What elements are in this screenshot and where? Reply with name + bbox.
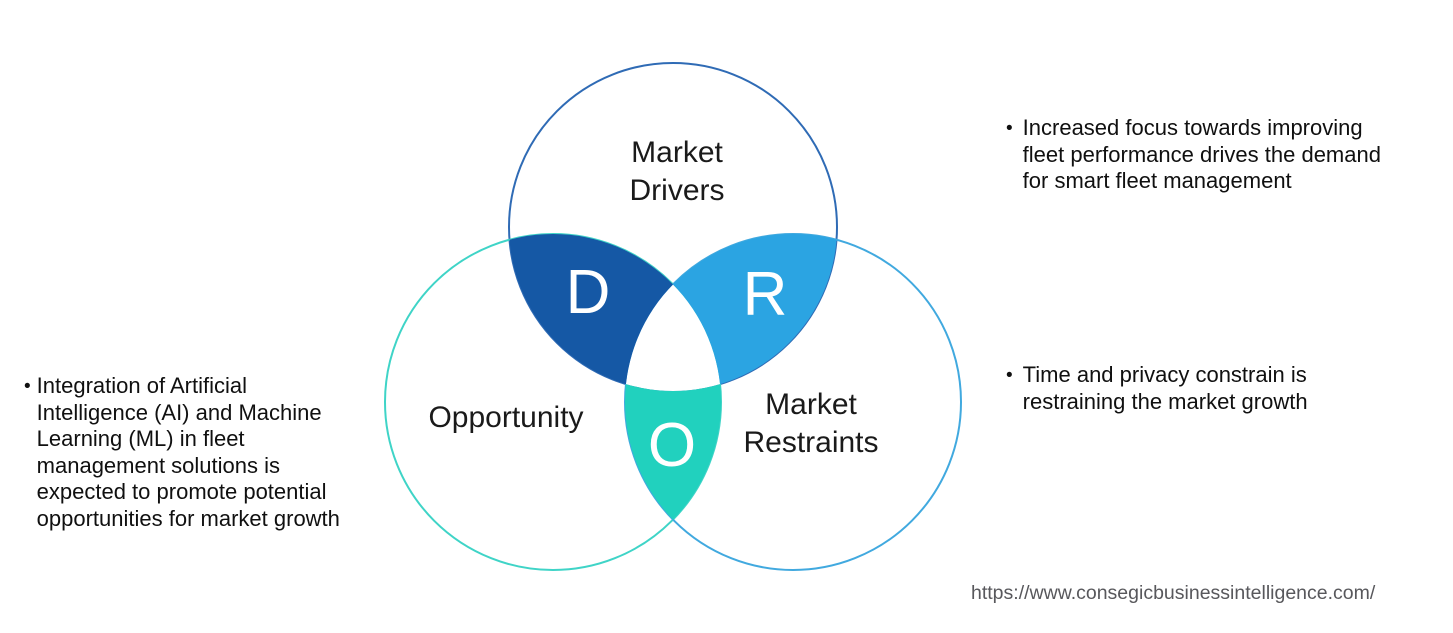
annotation-line: Increased focus towards improving: [1022, 115, 1363, 140]
annotation-line: Integration of Artificial: [36, 373, 247, 398]
annotation-line: for smart fleet management: [1022, 168, 1292, 193]
drivers-annotation: • Increased focus towards improving flee…: [1006, 115, 1381, 195]
overlap-d-region: [509, 234, 721, 391]
annotation-line: opportunities for market growth: [36, 505, 340, 531]
annotation-line: fleet performance drives the demand: [1022, 141, 1381, 167]
overlap-letter-d: D: [565, 258, 611, 327]
annotation-line: Time and privacy constrain is: [1022, 362, 1307, 387]
annotation-line: Learning (ML) in fleet: [36, 426, 245, 451]
drivers-label-line1: Market: [631, 136, 723, 169]
opportunity-annotation-text: Integration of Artificial Intelligence (…: [37, 373, 340, 532]
annotation-line: restraining the market growth: [1022, 388, 1308, 414]
annotation-line: expected to promote potential: [36, 479, 327, 504]
overlap-r-region: [625, 234, 837, 391]
restraints-circle-label: Market Restraints: [743, 386, 878, 462]
bullet-icon: •: [24, 376, 31, 397]
source-url-link[interactable]: https://www.consegicbusinessintelligence…: [971, 582, 1376, 604]
restraints-label-line1: Market: [765, 388, 857, 421]
drivers-annotation-text: Increased focus towards improving fleet …: [1023, 115, 1381, 195]
bullet-icon: •: [1006, 365, 1013, 386]
restraints-annotation: • Time and privacy constrain is restrain…: [1006, 362, 1308, 415]
drivers-circle-label: Market Drivers: [630, 134, 725, 210]
drivers-label-line2: Drivers: [629, 174, 725, 207]
restraints-label-line2: Restraints: [743, 426, 879, 459]
opportunity-circle-label: Opportunity: [428, 401, 584, 434]
annotation-line: Intelligence (AI) and Machine: [36, 399, 322, 425]
restraints-annotation-text: Time and privacy constrain is restrainin…: [1023, 362, 1308, 415]
overlap-letter-r: R: [742, 260, 788, 329]
opportunity-annotation: • Integration of Artificial Intelligence…: [24, 373, 340, 532]
bullet-icon: •: [1006, 118, 1013, 139]
annotation-line: management solutions is: [36, 452, 281, 478]
overlap-letter-o: O: [647, 411, 697, 480]
